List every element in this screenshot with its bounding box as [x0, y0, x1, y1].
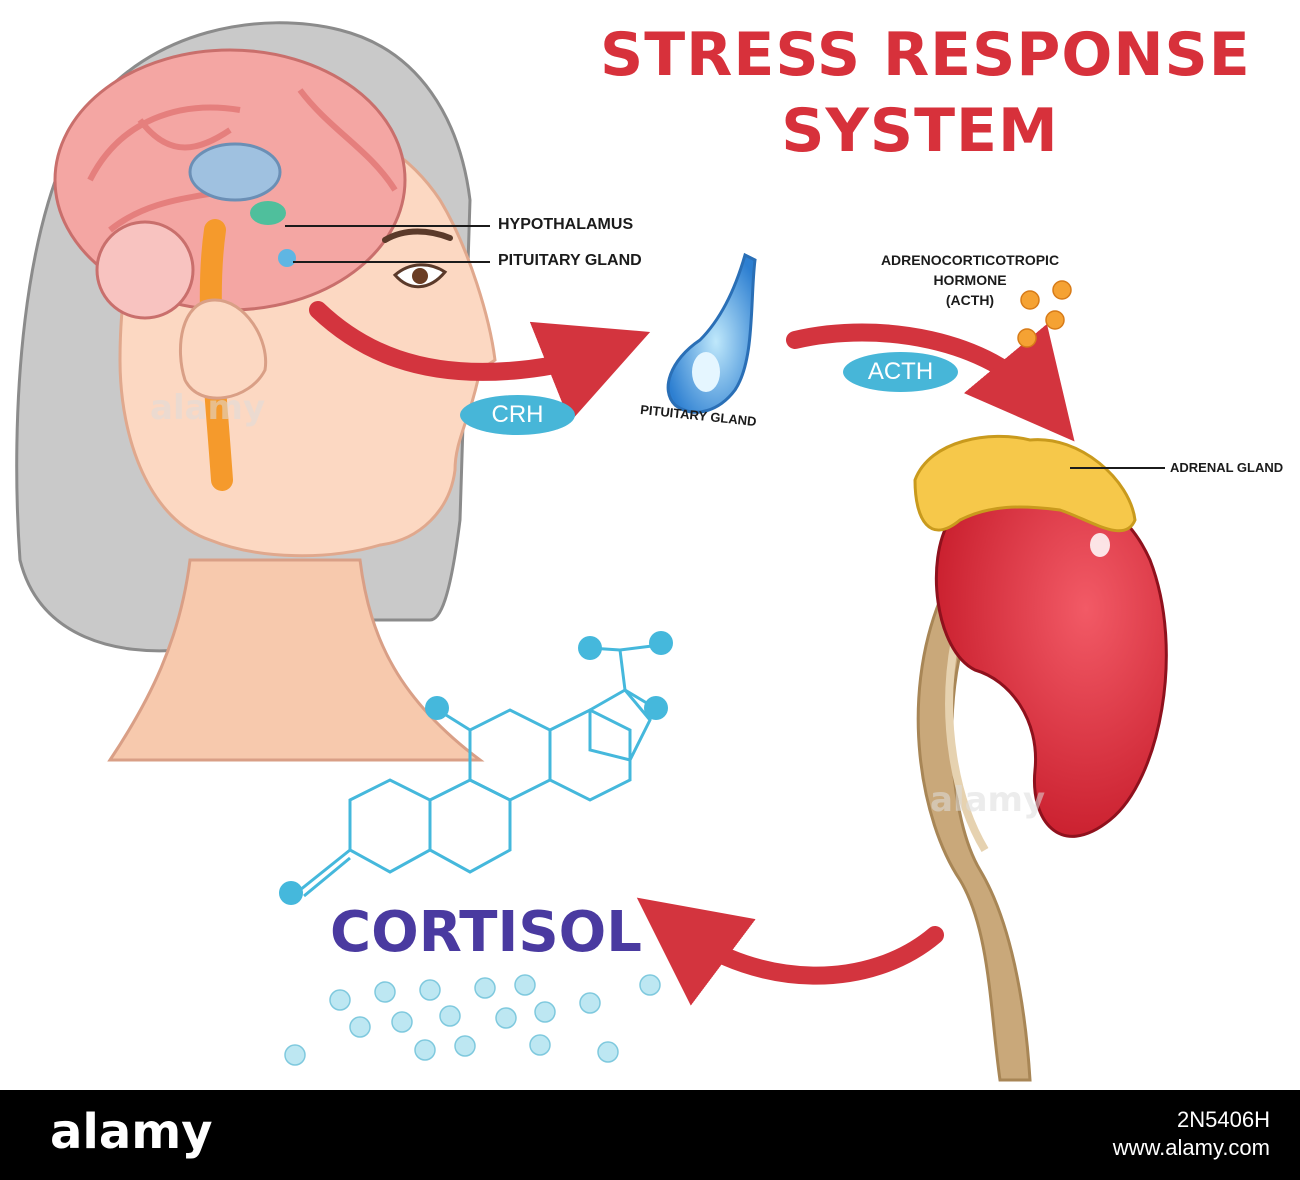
label-adrenal-gland: ADRENAL GLAND [1170, 460, 1284, 475]
pill-crh: CRH [460, 395, 575, 435]
arrow-brain-to-pituitary [309, 301, 651, 423]
watermark-ghost-1: alamy [150, 388, 266, 428]
arrow-kidney-to-cortisol [636, 897, 944, 1006]
acth-particles [1017, 280, 1072, 348]
neck-shape [107, 558, 485, 762]
pituitary-shape-head [278, 249, 296, 267]
label-acth-line2: HORMONE [933, 272, 1007, 288]
cortisol-molecule [299, 643, 661, 898]
ear-shape [178, 298, 268, 400]
watermark-brand: alamy [50, 1104, 213, 1160]
watermark-url: www.alamy.com [1112, 1135, 1270, 1160]
cortisol-label: CORTISOL [330, 900, 642, 965]
watermark-id-block: 2N5406H www.alamy.com [1000, 1106, 1270, 1162]
pituitary-gland-illustration [666, 252, 757, 414]
watermark-image-id: 2N5406H [1177, 1107, 1270, 1132]
cerebellum-shape [95, 220, 195, 320]
adrenal-shape [913, 434, 1137, 533]
cortisol-atoms [279, 631, 673, 905]
cortisol-particles [284, 974, 661, 1066]
hypothalamus-shape [250, 201, 286, 225]
pill-acth: ACTH [843, 352, 958, 392]
label-pituitary-gland-head: PITUITARY GLAND [498, 252, 642, 269]
title-line-2: SYSTEM [781, 96, 1059, 166]
label-acth: ADRENOCORTICOTROPIC HORMONE (ACTH) [860, 250, 1080, 310]
head-illustration [15, 21, 497, 762]
arrow-pituitary-to-adrenal [786, 323, 1075, 442]
title-line-1: STRESS RESPONSE [600, 20, 1251, 90]
stock-watermark-bar: alamy 2N5406H www.alamy.com [0, 1090, 1300, 1180]
watermark-ghost-2: alamy [930, 780, 1046, 820]
kidney-illustration [913, 434, 1168, 1082]
label-acth-line3: (ACTH) [945, 292, 995, 308]
label-acth-line1: ADRENOCORTICOTROPIC [880, 252, 1060, 268]
label-hypothalamus: HYPOTHALAMUS [498, 216, 634, 233]
